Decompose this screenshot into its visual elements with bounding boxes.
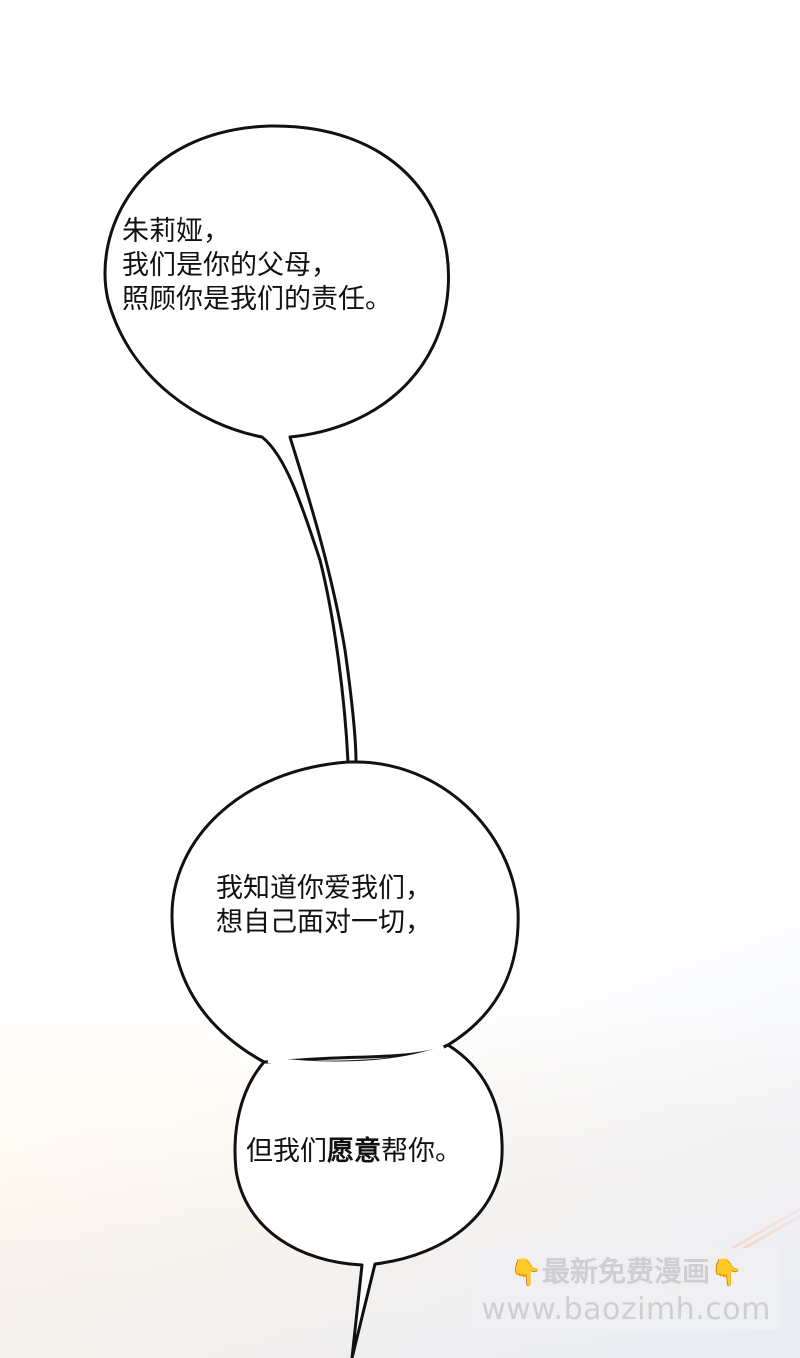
speech-bubble-3-text: 但我们愿意帮你。 — [246, 1135, 462, 1169]
bubble-2-line-2: 想自己面对一切， — [216, 907, 432, 938]
bubble-2-line-1: 我知道你爱我们， — [216, 873, 432, 904]
bubble-3-emphasis: 愿意 — [327, 1136, 381, 1167]
speech-bubble-1-outline — [103, 124, 451, 764]
speech-bubble-2-text: 我知道你爱我们， 想自己面对一切， — [216, 872, 432, 940]
speech-bubble-2-outline — [170, 760, 520, 1064]
pointing-down-hand-icon: 👇 — [710, 1258, 743, 1288]
bubble-1-line-2: 我们是你的父母， — [122, 250, 338, 281]
watermark-url-link[interactable]: www.baozimh.com — [481, 1292, 771, 1327]
bubble-1-line-1: 朱莉娅， — [122, 216, 230, 247]
speech-bubble-1-text: 朱莉娅， 我们是你的父母， 照顾你是我们的责任。 — [122, 215, 392, 317]
watermark-title-row: 👇最新免费漫画👇 — [472, 1252, 780, 1293]
speech-bubble-3-outline — [233, 1043, 504, 1358]
bubble-1-line-3: 照顾你是我们的责任。 — [122, 284, 392, 315]
watermark-title: 最新免费漫画 — [541, 1255, 710, 1288]
pointing-down-hand-icon: 👇 — [509, 1258, 542, 1288]
watermark-banner[interactable]: 👇最新免费漫画👇 www.baozimh.com — [472, 1248, 780, 1330]
bubble-3-part-1: 但我们 — [246, 1136, 327, 1167]
bubble-3-part-3: 帮你。 — [381, 1136, 462, 1167]
